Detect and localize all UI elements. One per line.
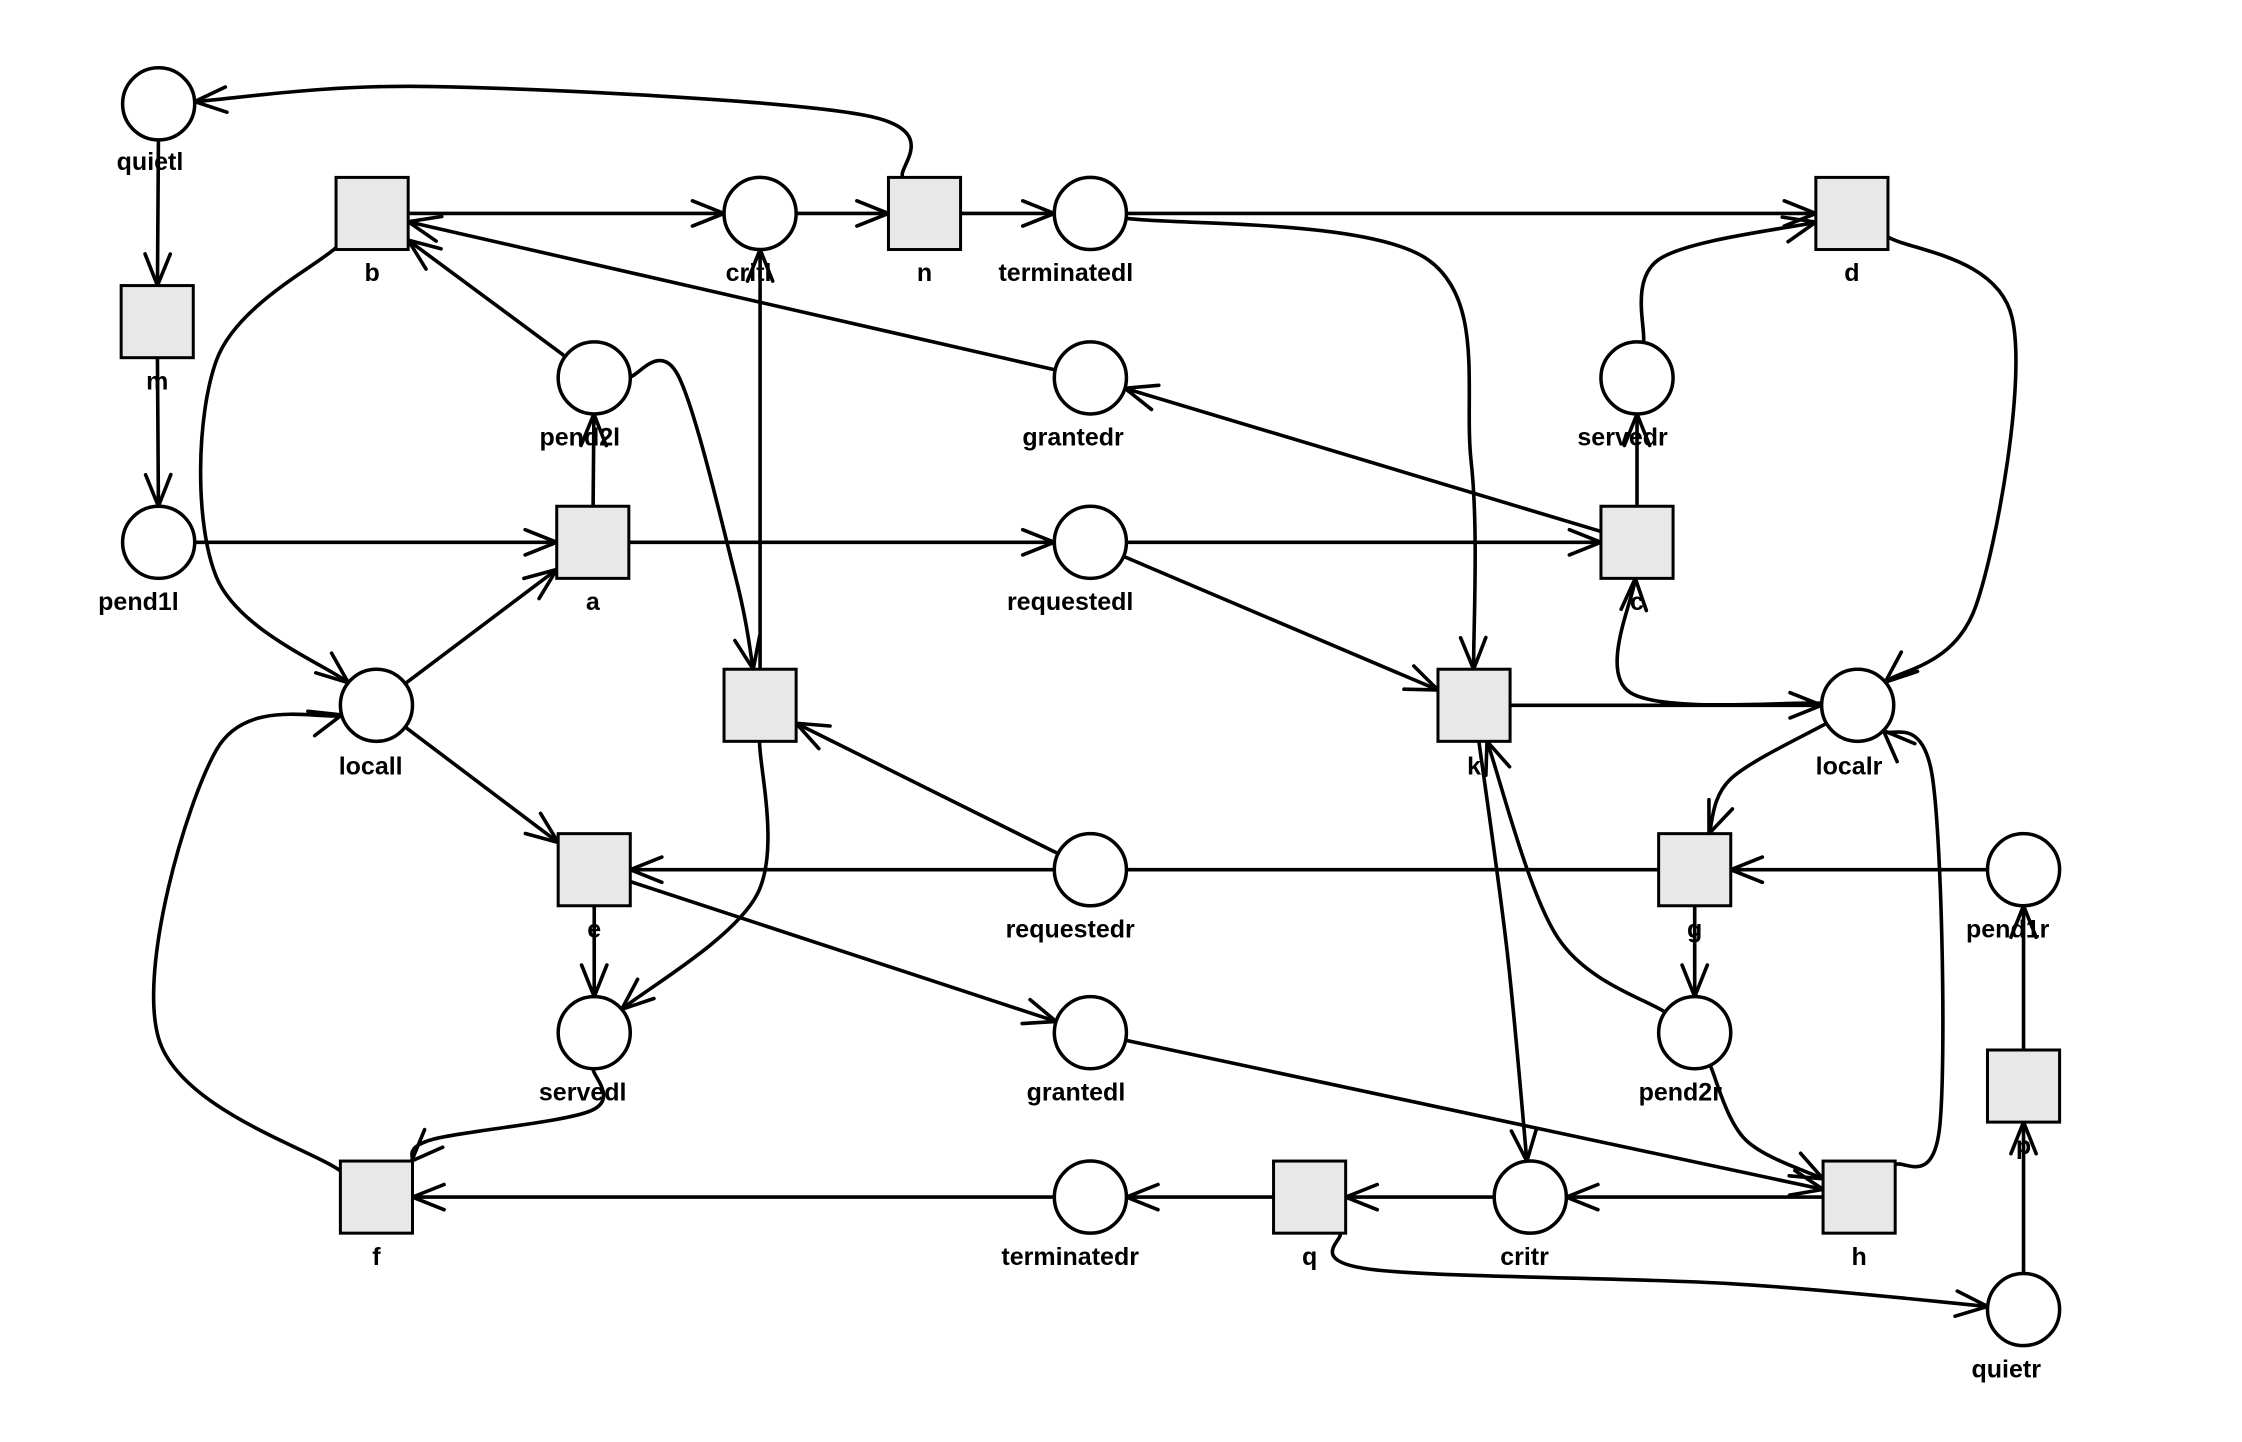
arc-n-to-quietl [192, 84, 914, 180]
arcs-layer [143, 84, 2038, 1318]
arrowhead-servedr-to-d [1780, 215, 1821, 244]
arc-localr-to-g [1707, 721, 1829, 836]
arc-m-to-pend1l [155, 355, 161, 509]
transition-label-f: f [372, 1243, 381, 1271]
arc-h-to-localr [1881, 728, 1945, 1169]
arc-e-to-grantedl [628, 879, 1058, 1024]
place-label-pend1r: pend1r [1966, 915, 2050, 943]
transition-label-d: d [1844, 259, 1859, 287]
transition-g[interactable] [1657, 832, 1733, 908]
place-locall[interactable] [338, 667, 415, 744]
arc-a-to-pend2l [591, 412, 596, 509]
place-label-pend2r: pend2r [1639, 1078, 1723, 1106]
arc-locall-to-a [403, 567, 559, 686]
arc-c-to-grantedr [1123, 386, 1603, 534]
place-terminatedl[interactable] [1052, 175, 1129, 252]
place-label-grantedl: grantedl [1027, 1078, 1126, 1106]
transition-label-g: g [1687, 915, 1702, 943]
place-requestedl[interactable] [1052, 504, 1129, 581]
arc-j-to-servedl [619, 739, 770, 1012]
arc-grantedr-to-b [406, 219, 1058, 372]
place-label-critl: critl [726, 259, 772, 287]
transition-p[interactable] [1985, 1048, 2062, 1124]
place-label-requestedl: requestedl [1007, 588, 1133, 616]
nodes-layer [119, 66, 2062, 1348]
transition-h[interactable] [1821, 1159, 1897, 1235]
arc-terminatedl-to-k [1124, 216, 1477, 672]
arc-k-to-critr [1477, 739, 1529, 1164]
arc-requestedl-to-k [1121, 554, 1440, 692]
place-pend1r[interactable] [1985, 831, 2062, 908]
arc-b-to-locall [198, 245, 351, 685]
place-label-pend1l: pend1l [98, 588, 179, 616]
place-label-quietr: quietr [1972, 1355, 2042, 1383]
arc-localr-to-c [1615, 576, 1824, 707]
place-label-terminatedl: terminatedl [998, 259, 1133, 287]
transition-label-q: q [1302, 1243, 1317, 1271]
transition-label-c: c [1630, 588, 1644, 616]
arc-servedr-to-d [1639, 220, 1818, 345]
place-critr[interactable] [1492, 1159, 1569, 1235]
place-quietr[interactable] [1985, 1271, 2062, 1348]
place-pend2l[interactable] [556, 340, 633, 416]
transition-label-n: n [917, 259, 932, 287]
place-critl[interactable] [722, 175, 798, 252]
place-label-locall: locall [339, 753, 403, 781]
transition-k[interactable] [1436, 667, 1512, 743]
place-label-terminatedr: terminatedr [1001, 1243, 1139, 1271]
transition-m[interactable] [119, 284, 195, 360]
arc-grantedl-to-h [1123, 1038, 1825, 1192]
transition-n[interactable] [886, 175, 963, 252]
arc-d-to-localr [1883, 235, 2018, 684]
transition-label-e: e [587, 915, 601, 943]
arc-servedl-to-f [409, 1066, 606, 1163]
arc-quietl-to-m [155, 138, 161, 288]
arrowhead-servedl-to-f [408, 1127, 445, 1165]
labels-layer: quietl critl terminatedl pend2l grantedr serv… [98, 148, 2049, 1383]
arc-requestedr-to-j [794, 721, 1060, 856]
transition-e[interactable] [556, 832, 632, 908]
place-pend1l[interactable] [120, 504, 197, 581]
place-grantedr[interactable] [1052, 340, 1129, 416]
arc-pend2l-to-j [628, 358, 756, 672]
arc-pend2l-to-b [406, 238, 568, 359]
transition-f[interactable] [338, 1159, 414, 1235]
transition-a[interactable] [555, 504, 631, 580]
transition-label-a: a [586, 588, 601, 616]
transition-b[interactable] [334, 175, 410, 252]
transition-label-h: h [1851, 1243, 1866, 1271]
place-terminatedr[interactable] [1052, 1159, 1129, 1235]
arc-q-to-quietr [1330, 1231, 1990, 1309]
arc-locall-to-e [403, 725, 560, 845]
place-label-grantedr: grantedr [1022, 424, 1124, 452]
arc-f-to-locall [151, 712, 344, 1173]
place-localr[interactable] [1819, 667, 1896, 744]
place-requestedr[interactable] [1052, 831, 1129, 908]
place-label-requestedr: requestedr [1006, 915, 1135, 943]
place-label-pend2l: pend2l [540, 424, 621, 452]
transition-c[interactable] [1599, 504, 1675, 580]
place-label-servedl: servedl [539, 1078, 627, 1106]
place-quietl[interactable] [120, 66, 197, 142]
transition-q[interactable] [1272, 1159, 1348, 1235]
place-label-critr: critr [1500, 1243, 1549, 1271]
transition-d[interactable] [1814, 175, 1890, 252]
transition-label-p: p [2016, 1132, 2031, 1160]
place-label-localr: localr [1816, 753, 1883, 781]
transition-j[interactable] [722, 667, 798, 743]
transition-label-m: m [146, 367, 168, 395]
transition-label-k: k [1467, 753, 1481, 781]
transition-label-b: b [364, 259, 379, 287]
place-servedr[interactable] [1599, 340, 1675, 416]
arc-pend2r-to-k [1485, 739, 1667, 1014]
place-pend2r[interactable] [1656, 994, 1733, 1071]
place-label-servedr: servedr [1577, 424, 1668, 452]
place-servedl[interactable] [556, 994, 633, 1071]
place-label-quietl: quietl [117, 148, 184, 176]
arc-pend2r-to-h [1708, 1063, 1825, 1181]
place-grantedl[interactable] [1052, 994, 1129, 1071]
